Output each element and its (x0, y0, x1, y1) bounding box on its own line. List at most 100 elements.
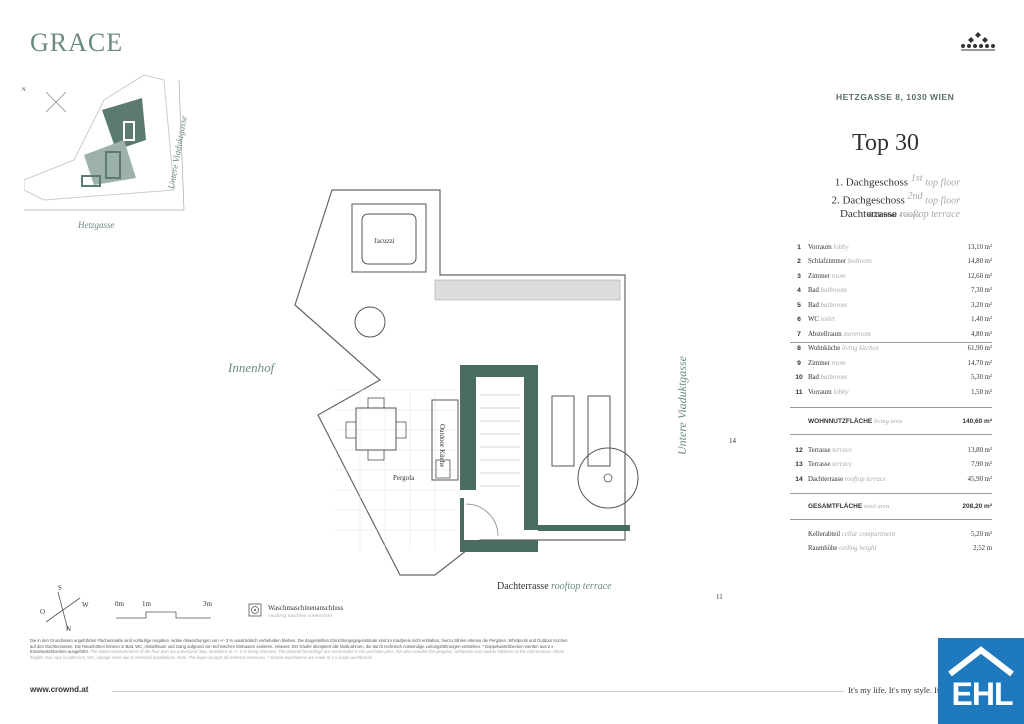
website-link[interactable]: www.crownd.at (30, 685, 89, 694)
row-area: 7,90 m² (971, 461, 992, 469)
floor-line: 1. Dachgeschoss 1st top floor (834, 173, 960, 189)
total-area: GESAMTFLÄCHE total area 208,20 m² (808, 503, 992, 510)
site-compass-label: N (22, 88, 26, 93)
row-label: Vorraum lobby (808, 388, 849, 396)
label-pergola: Pergola (393, 474, 415, 482)
grace-logo: GRACE (30, 28, 124, 57)
divider (790, 434, 992, 435)
ehl-logo-text: EHL (951, 676, 1014, 712)
crown-logo-icon (961, 32, 995, 51)
table-row: 4 Bad bathroom 7,30 m² (790, 284, 992, 299)
table-row: 13 Terrasse terrace 7,90 m² (790, 458, 992, 473)
label-11: 11 (716, 593, 723, 601)
row-area: 14,70 m² (967, 359, 992, 367)
compass-icon (45, 591, 81, 631)
table-row: 6 WC toilet 1,40 m² (790, 313, 992, 328)
row-area: 61,90 m² (967, 345, 992, 353)
scale-bar (116, 611, 211, 619)
scale-1: 1m (142, 600, 151, 608)
table-row: 2 Schlafzimmer bedroom 14,80 m² (790, 255, 992, 270)
row-number: 10 (795, 374, 803, 382)
label-jacuzzi: Jacuzzi (374, 237, 395, 245)
row-label: Abstellraum storeroom (808, 330, 871, 338)
row-area: 13,80 m² (967, 446, 992, 454)
unit-title: Top 30 (852, 130, 919, 156)
legend-label-en: washing machine connection (268, 613, 332, 619)
washing-machine-icon (248, 603, 262, 617)
row-number: 11 (795, 388, 803, 396)
row-number: 6 (797, 316, 801, 324)
row-label: Terrasse terrace (808, 461, 852, 469)
legend-label: Waschmaschinenanschluss (268, 604, 344, 612)
row-label: Vorraum lobby (808, 243, 849, 251)
table-row: 11 Vorraum lobby 1,50 m² (790, 385, 992, 400)
row-area: 13,10 m² (967, 243, 992, 251)
row-number: 13 (795, 461, 803, 469)
row-label: Wohnküche living kitchen (808, 345, 879, 353)
row-number: 2 (797, 258, 801, 266)
row-area: 1,50 m² (971, 388, 992, 396)
row-area: 1,40 m² (971, 316, 992, 324)
floor-line: 2. Dachgeschoss 2nd top floor (831, 191, 960, 207)
floor-line: Dachterrasse rooftop terrace (839, 208, 960, 221)
slogan: It's my life. It's my style. It's (848, 685, 945, 695)
scale-0: 0m (115, 600, 124, 608)
row-number: 7 (797, 330, 801, 338)
footnote: Die in den Grundrissen angeführten Fläch… (30, 638, 568, 660)
row-area: 4,80 m² (971, 330, 992, 338)
floor-plan (294, 189, 639, 576)
divider (790, 519, 992, 520)
row-label: Schlafzimmer bedroom (808, 258, 872, 266)
table-row: 8 Wohnküche living kitchen 61,90 m² (790, 342, 992, 357)
address: HETZGASSE 8, 1030 WIEN (836, 92, 955, 102)
row-number: 12 (795, 446, 803, 454)
divider (790, 342, 992, 343)
table-row: 12 Terrasse terrace 13,80 m² (790, 443, 992, 458)
footer-line (112, 691, 844, 692)
row-number: 14 (795, 475, 803, 483)
label-innenhof: Innenhof (228, 360, 275, 375)
row-number: 4 (797, 287, 801, 295)
row-label: WC toilet (808, 316, 835, 324)
row-label: Zimmer room (808, 272, 846, 280)
extra-row: Raumhöhe ceiling height 2,52 m (808, 545, 992, 552)
compass-w: W (82, 601, 89, 609)
compass-o: O (40, 608, 46, 616)
table-row: 7 Abstellraum storeroom 4,80 m² (790, 327, 992, 342)
house-roof-icon (948, 646, 1014, 677)
label-rooftop-terrace: Dachterrasse rooftop terrace (497, 581, 612, 592)
compass-s: S (58, 584, 62, 592)
table-row: 1 Vorraum lobby 13,10 m² (790, 240, 992, 255)
rooms-count: 4 Zimmer 4 rooms (868, 212, 920, 219)
row-label: Bad bathroom (808, 301, 847, 309)
site-plan (24, 74, 185, 211)
ehl-logo (938, 638, 1024, 724)
scale-3: 3m (203, 600, 212, 608)
row-area: 7,30 m² (971, 287, 992, 295)
label-14: 14 (729, 437, 736, 445)
compass-n: N (66, 625, 72, 633)
row-area: 12,60 m² (967, 272, 992, 280)
row-number: 1 (797, 243, 801, 251)
living-area: WOHNNUTZFLÄCHE living area 140,60 m² (808, 418, 992, 425)
row-label: Zimmer room (808, 359, 846, 367)
row-area: 45,90 m² (967, 475, 992, 483)
table-row: 14 Dachterrasse rooftop terrace 45,90 m² (790, 472, 992, 487)
street-viaduktgasse: Untere Viaduktgasse (675, 356, 689, 455)
row-label: Bad bathroom (808, 287, 847, 295)
street-hetzgasse: Hetzgasse (78, 220, 115, 230)
row-label: Dachterrasse rooftop terrace (808, 475, 886, 483)
row-area: 14,80 m² (967, 258, 992, 266)
row-number: 8 (797, 345, 801, 353)
divider (790, 493, 992, 494)
row-number: 5 (797, 301, 801, 309)
row-label: Bad bathroom (808, 374, 847, 382)
row-label: Terrasse terrace (808, 446, 852, 454)
extra-row: Kellerabteil cellar compartment 5,20 m² (808, 531, 992, 538)
row-area: 3,20 m² (971, 301, 992, 309)
